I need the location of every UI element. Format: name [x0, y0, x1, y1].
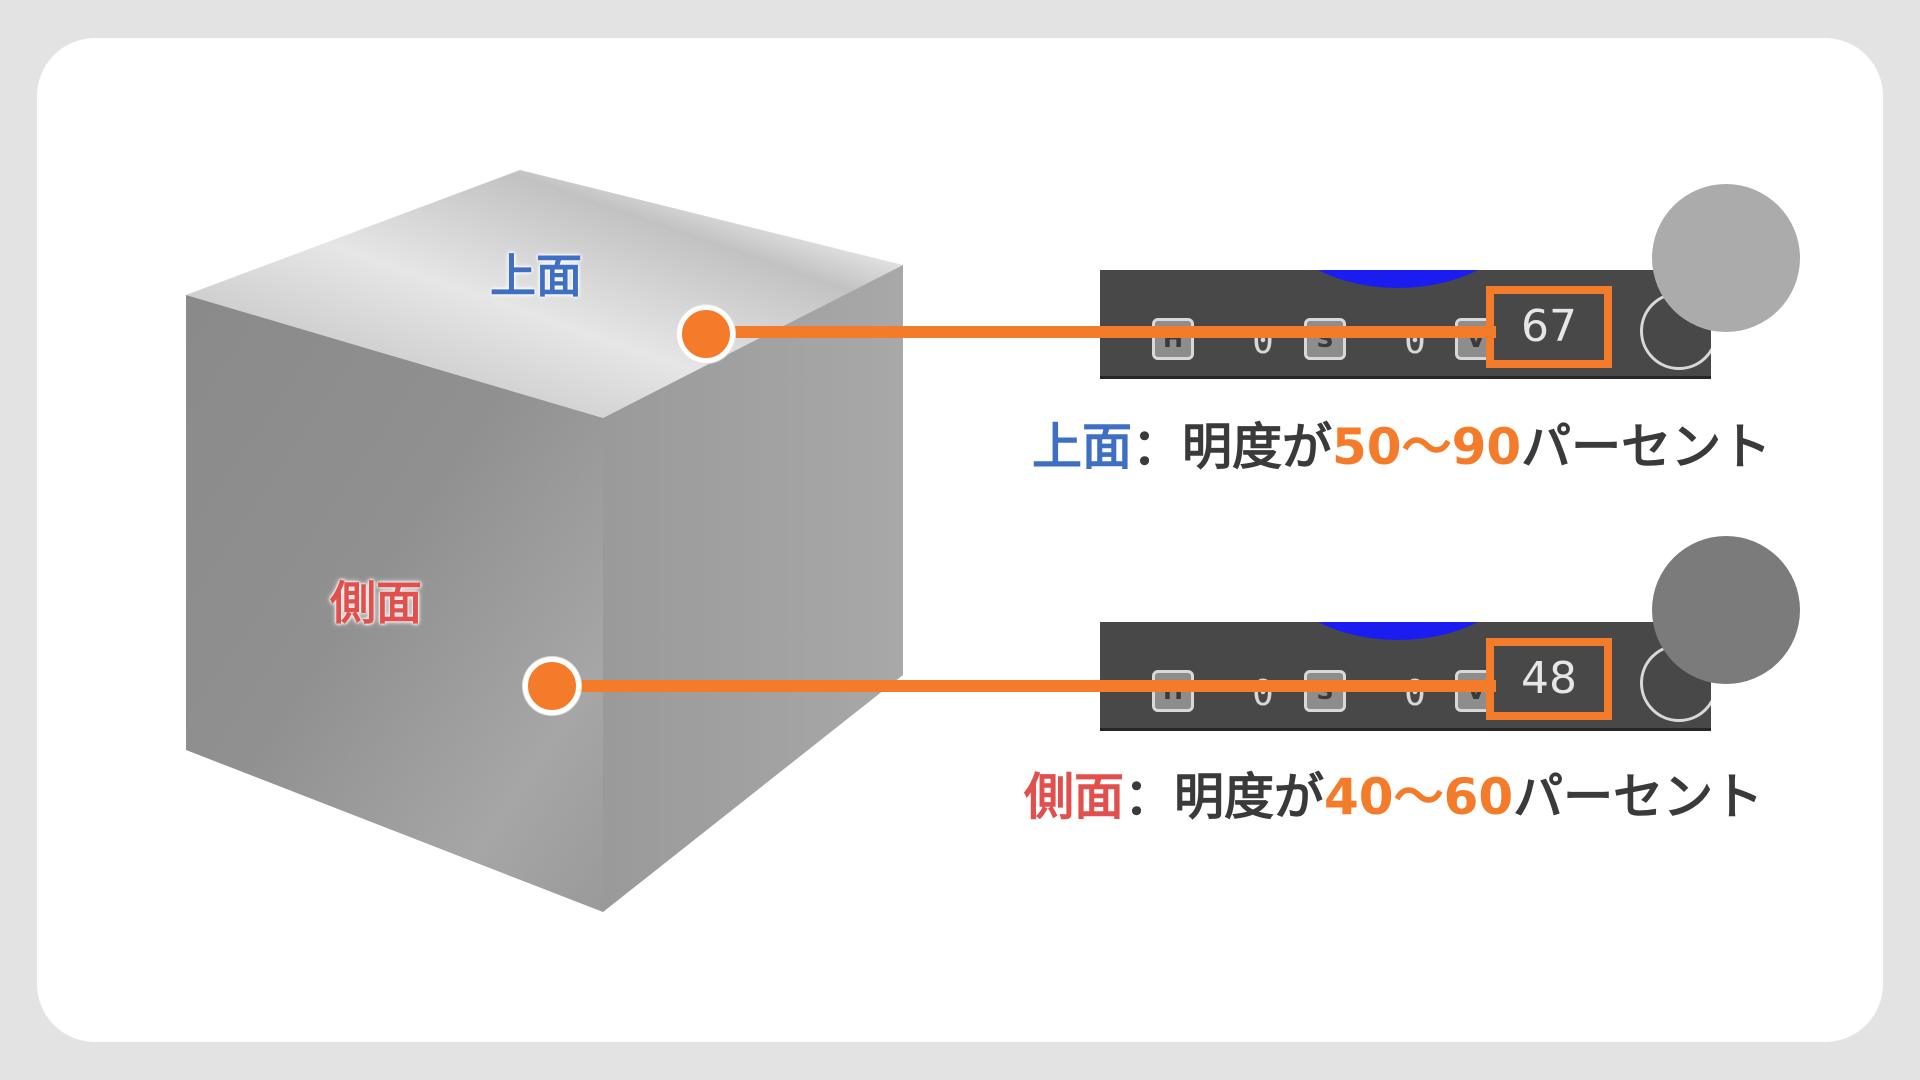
brightness-value-highlight: 67 — [1486, 286, 1612, 368]
color-swatch-top — [1652, 184, 1800, 332]
color-swatch-side — [1652, 536, 1800, 684]
hsv-readout-panel-top: H 0 S 0 V — [1100, 270, 1711, 379]
caption-separator: ：明度が — [1124, 768, 1324, 826]
caption-face-name: 側面 — [1024, 768, 1124, 826]
hsv-readout-panel-side: H 0 S 0 V — [1100, 622, 1711, 731]
caption-unit: パーセント — [1513, 768, 1764, 826]
caption-range: 40〜60 — [1324, 768, 1514, 826]
cube-right-face — [603, 265, 903, 912]
hue-badge: H — [1152, 318, 1194, 360]
connector-line-side — [552, 680, 1496, 692]
caption-side-face: 側面：明度が40〜60パーセント — [1024, 772, 1763, 822]
caption-range: 50〜90 — [1332, 418, 1522, 476]
connector-dot-side — [523, 657, 581, 715]
brightness-value-highlight: 48 — [1486, 638, 1612, 720]
saturation-badge: S — [1304, 318, 1346, 360]
top-face-label: 上面 — [490, 249, 582, 303]
caption-separator: ：明度が — [1132, 418, 1332, 476]
caption-face-name: 上面 — [1032, 418, 1132, 476]
cube-left-face — [186, 295, 603, 912]
side-face-label: 側面 — [330, 576, 422, 630]
connector-dot-top — [677, 305, 735, 363]
connector-line-top — [706, 326, 1496, 338]
caption-top-face: 上面：明度が50〜90パーセント — [1032, 422, 1771, 472]
caption-unit: パーセント — [1521, 418, 1772, 476]
